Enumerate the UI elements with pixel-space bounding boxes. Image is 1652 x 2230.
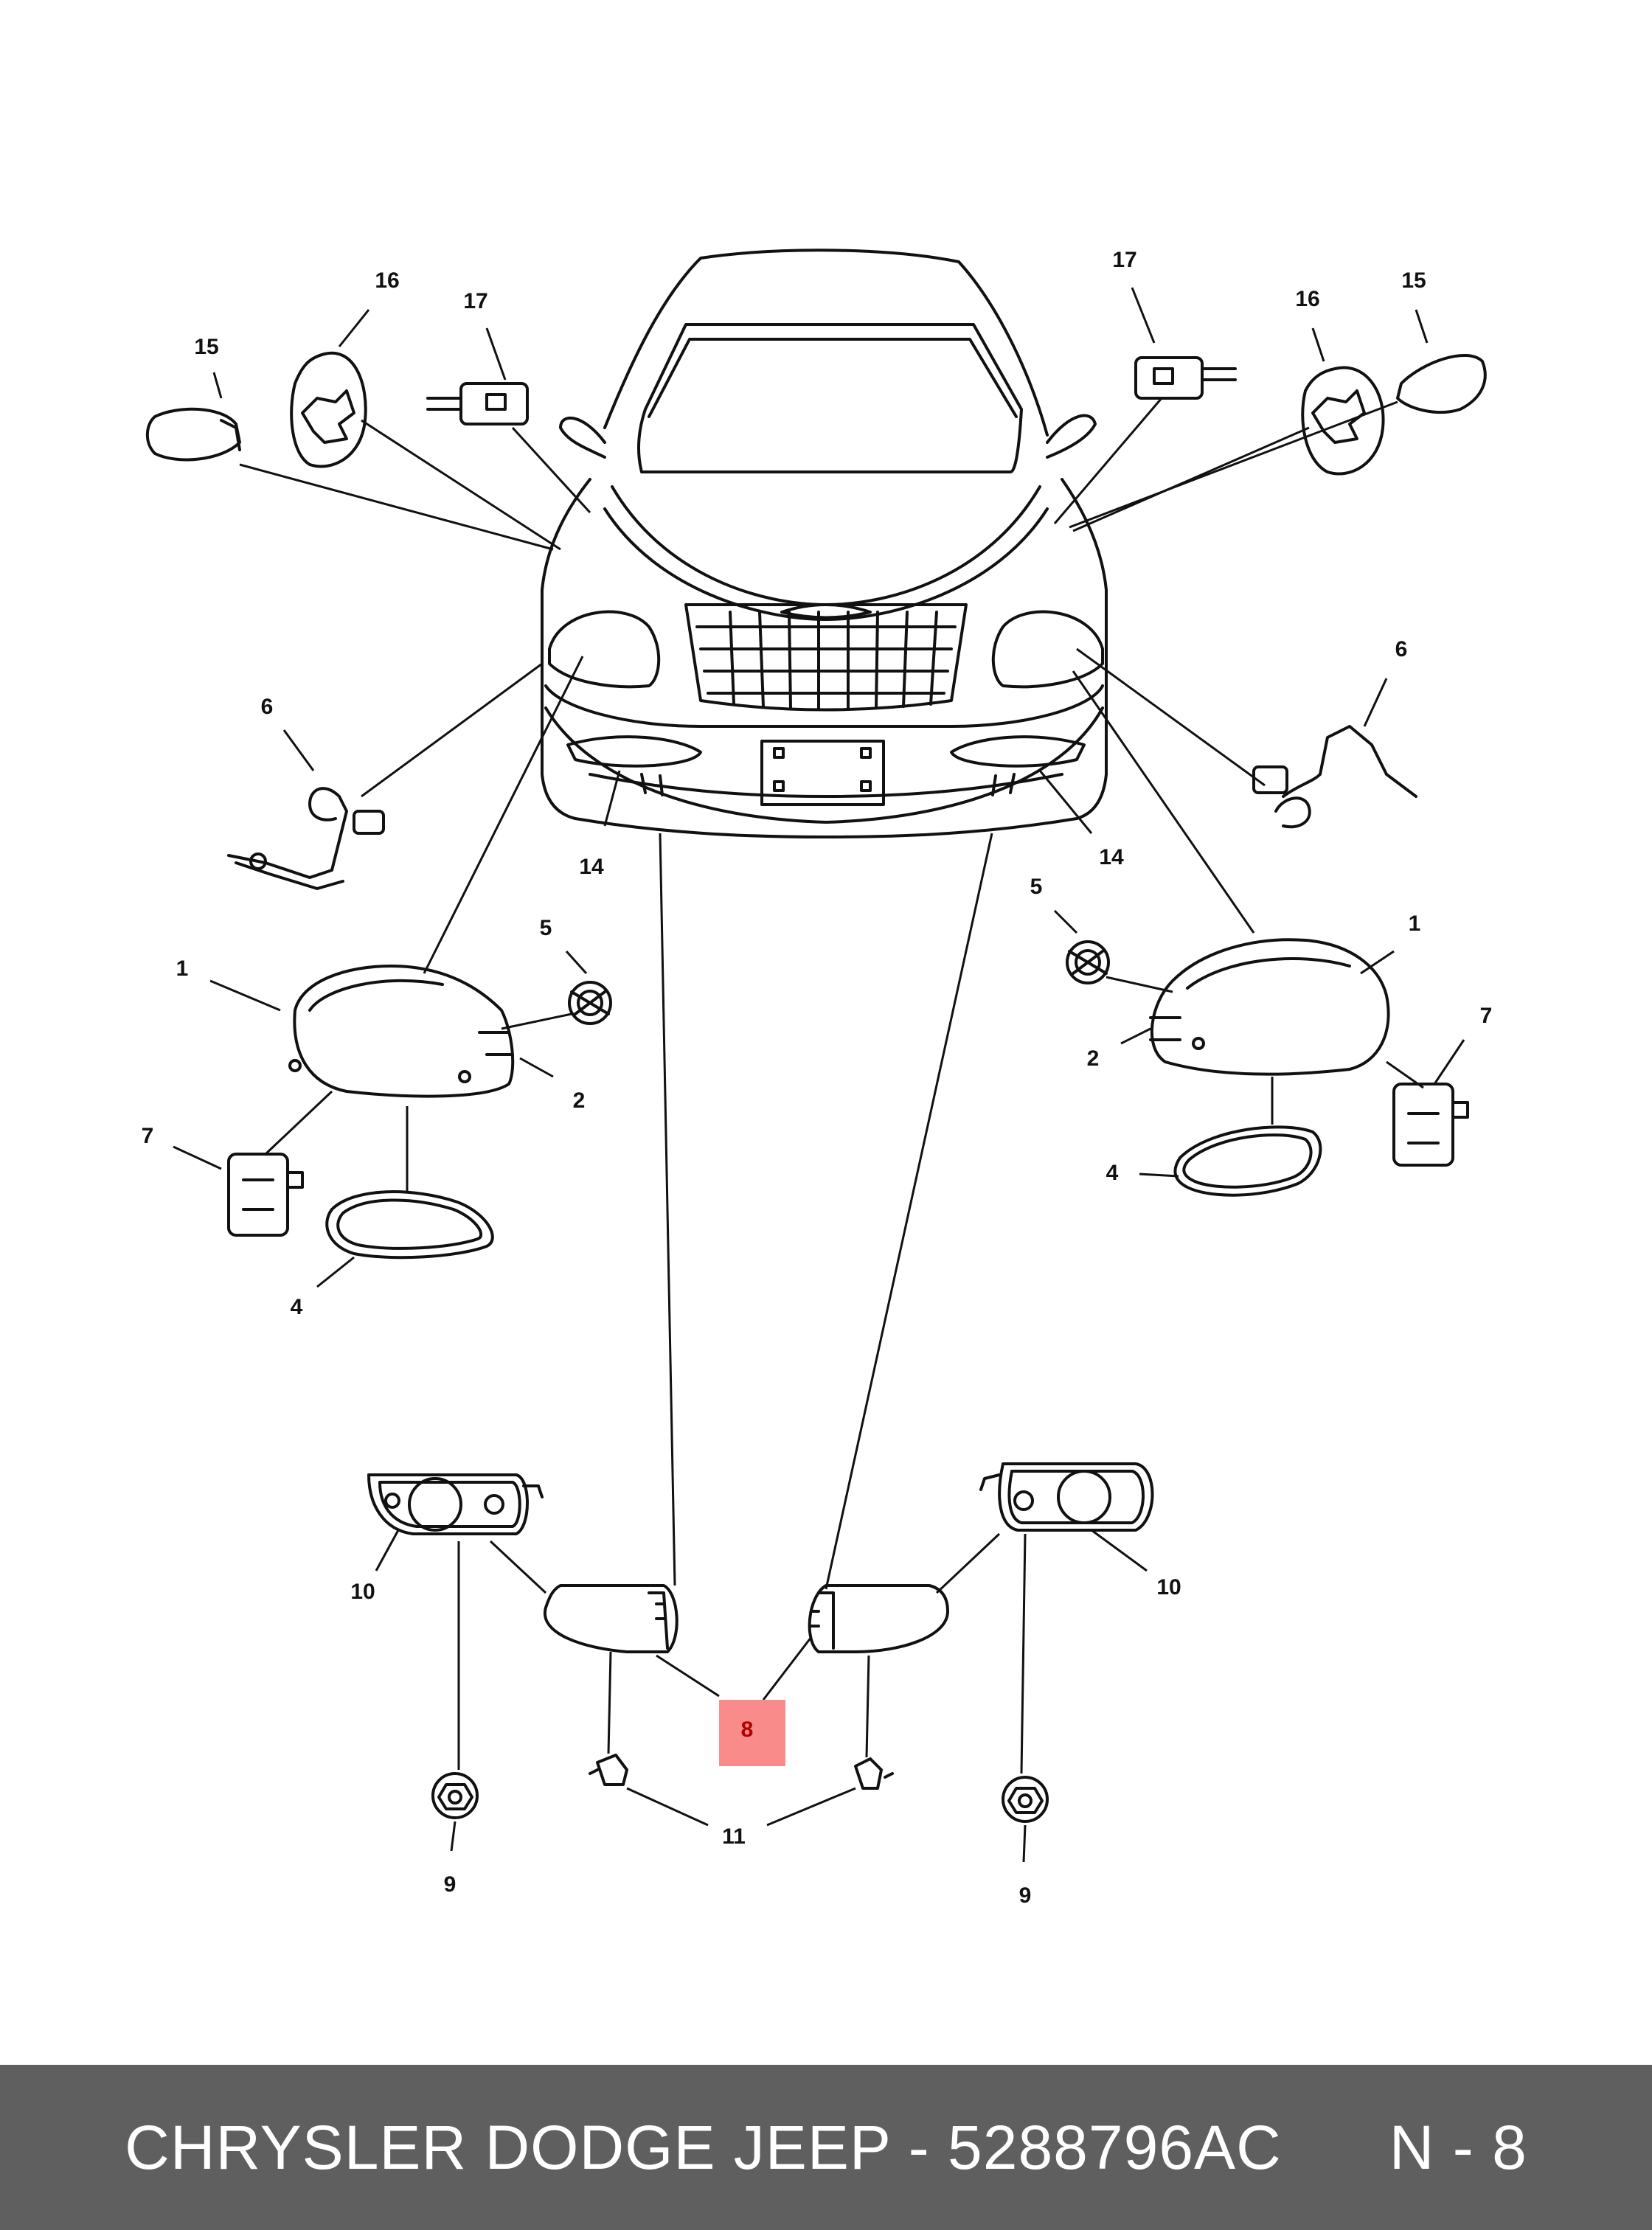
bulb-socket-15-right (1396, 354, 1487, 414)
leader-lines (173, 287, 1465, 1863)
part-footer-bar: CHRYSLER DODGE JEEP - 5288796AC N - 8 (0, 2065, 1652, 2230)
callout-7-left: 7 (142, 1124, 154, 1148)
callout-5-left: 5 (540, 916, 552, 940)
callout-10-right: 10 (1156, 1575, 1181, 1599)
vehicle-front-view (541, 249, 1108, 838)
callout-1-right: 1 (1409, 911, 1421, 936)
part-number: 5288796AC (948, 2112, 1282, 2182)
callout-16-left: 16 (375, 268, 399, 293)
callout-9-left: 9 (444, 1872, 457, 1897)
cap-5-left (568, 981, 612, 1025)
callout-17-right: 17 (1112, 248, 1136, 272)
brand-name: CHRYSLER DODGE JEEP (125, 2112, 891, 2182)
callout-labels: 15 16 17 17 16 15 6 6 14 14 5 5 1 1 2 2 … (142, 248, 1493, 1908)
highlight-part-8 (719, 1700, 785, 1766)
fog-housing-10-left (367, 1473, 529, 1535)
leveling-motor-7-right (1392, 1083, 1454, 1167)
callout-5-right: 5 (1030, 875, 1043, 899)
callout-4-right: 4 (1106, 1161, 1119, 1185)
gasket-ring-4-left (325, 1190, 494, 1260)
clip-11-right (854, 1757, 894, 1790)
callout-15-left: 15 (194, 335, 218, 359)
callout-1-left: 1 (176, 956, 189, 981)
leveling-motor-7-left (227, 1153, 289, 1237)
fog-housing-10-right (998, 1462, 1154, 1532)
headlamp-housing-1-right (1150, 938, 1390, 1076)
nut-9-right (1002, 1776, 1049, 1823)
spacer (1282, 2113, 1389, 2182)
callout-14-right: 14 (1099, 845, 1124, 869)
callout-8: 8 (741, 1717, 754, 1742)
bulb-socket-15-left (145, 407, 241, 462)
nut-9-left (431, 1772, 479, 1819)
gasket-16-right (1301, 366, 1385, 476)
gasket-ring-4-right (1173, 1125, 1322, 1197)
callout-7-right: 7 (1480, 1004, 1493, 1028)
parts-diagram: 15 16 17 17 16 15 6 6 14 14 5 5 1 1 2 2 … (142, 248, 1493, 1908)
callout-4-left: 4 (291, 1295, 303, 1319)
wiring-harness-6-right (1282, 725, 1417, 798)
callout-10-left: 10 (350, 1580, 375, 1604)
callout-14-left: 14 (579, 855, 604, 879)
socket-17-right (1134, 356, 1204, 400)
page-reference: N - 8 (1389, 2112, 1527, 2182)
callout-9-right: 9 (1019, 1883, 1032, 1908)
fog-lamp-8-left (543, 1584, 678, 1653)
separator: - (890, 2112, 948, 2182)
socket-17-left (459, 382, 529, 425)
callout-15-right: 15 (1401, 268, 1426, 293)
callout-2-left: 2 (573, 1088, 586, 1113)
wiring-harness-6-left (227, 787, 348, 879)
callout-6-left: 6 (261, 695, 274, 719)
fog-lamp-8-right (808, 1584, 949, 1653)
callout-6-right: 6 (1395, 637, 1408, 661)
cap-5-right (1066, 940, 1110, 984)
callout-11: 11 (722, 1824, 746, 1849)
callout-2-right: 2 (1087, 1046, 1100, 1071)
gasket-16-left (290, 351, 367, 468)
footer-caption: CHRYSLER DODGE JEEP - 5288796AC N - 8 (125, 2112, 1527, 2184)
clip-11-left (589, 1754, 628, 1786)
callout-17-left: 17 (463, 289, 487, 313)
callout-16-right: 16 (1295, 287, 1319, 311)
headlamp-housing-1-left (293, 965, 515, 1098)
